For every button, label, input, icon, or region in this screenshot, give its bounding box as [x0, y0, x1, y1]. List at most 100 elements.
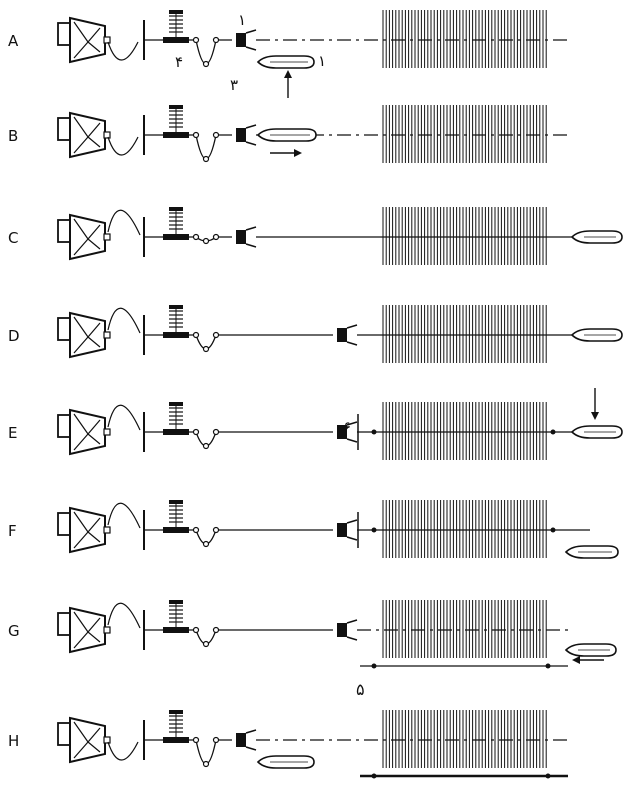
- cone-windings: [73, 721, 101, 759]
- stage-group: A B C D E F G H: [8, 10, 623, 779]
- cone-windings: [73, 611, 101, 649]
- guide-roller: [202, 345, 210, 353]
- guide-roller: [202, 155, 210, 163]
- guide-roller: [202, 237, 210, 245]
- gripper-jaws: [245, 226, 257, 248]
- stage-g: G: [8, 600, 617, 669]
- gripper-jaws: [346, 421, 358, 443]
- stage-f: F: [8, 500, 619, 559]
- drum-top: [169, 402, 183, 406]
- cone-tip: [103, 331, 111, 339]
- numeral-four: ۴: [175, 53, 183, 71]
- guide-roller: [202, 540, 210, 548]
- yarn-balloon: [107, 41, 139, 61]
- guide-roller: [202, 640, 210, 648]
- gripper-body: [337, 523, 347, 537]
- cone-tip: [103, 36, 111, 44]
- gripper-body: [337, 623, 347, 637]
- guide-roller: [212, 428, 220, 436]
- guide-roller: [192, 233, 200, 241]
- guide-roller: [192, 428, 200, 436]
- cone-tip: [103, 526, 111, 534]
- stage-h: H: [8, 710, 570, 779]
- numeral-six: ۶: [343, 418, 351, 436]
- drum-top: [169, 105, 183, 109]
- cone-windings: [73, 218, 101, 256]
- yarn-balloon: [107, 602, 141, 629]
- drum-top: [169, 600, 183, 604]
- guide-roller: [212, 36, 220, 44]
- stage-label-h: H: [8, 732, 19, 750]
- cone-windings: [73, 511, 101, 549]
- gripper-jaws: [245, 29, 257, 51]
- stage-label-e: E: [8, 424, 17, 442]
- gripper-body: [337, 328, 347, 342]
- gripper-body: [236, 230, 246, 244]
- stage-label-f: F: [8, 522, 17, 540]
- guide-roller: [202, 442, 210, 450]
- cone-tip: [103, 428, 111, 436]
- yarn-balloon: [107, 209, 141, 236]
- gripper-jaws: [346, 619, 358, 641]
- yarn-balloon: [107, 741, 139, 761]
- drum-top: [169, 207, 183, 211]
- drum-top: [169, 10, 183, 14]
- guide-roller: [212, 233, 220, 241]
- arrow-head: [572, 656, 580, 664]
- guide-roller: [192, 331, 200, 339]
- numeral-three: ٣: [230, 76, 238, 94]
- selvedge-dot: [371, 663, 377, 669]
- stage-label-d: D: [8, 327, 20, 345]
- cone-tip: [103, 131, 111, 139]
- numeral-one-top: ١: [238, 11, 246, 29]
- guide-roller: [192, 131, 200, 139]
- stage-c: C: [8, 207, 623, 265]
- guide-roller: [212, 626, 220, 634]
- guide-roller: [212, 526, 220, 534]
- stage-label-c: C: [8, 229, 18, 247]
- selvedge-dot: [545, 773, 551, 779]
- yarn-balloon: [107, 136, 139, 156]
- gripper-body: [337, 425, 347, 439]
- guide-roller: [192, 736, 200, 744]
- cone-tip: [103, 626, 111, 634]
- yarn-balloon: [107, 404, 141, 431]
- cone-windings: [73, 316, 101, 354]
- guide-roller: [212, 331, 220, 339]
- selvedge-dot: [371, 773, 377, 779]
- gripper-body: [236, 128, 246, 142]
- selvedge-dot: [545, 663, 551, 669]
- cone-tip: [103, 233, 111, 241]
- guide-roller: [202, 60, 210, 68]
- stage-d: D: [8, 305, 623, 363]
- gripper-body: [236, 733, 246, 747]
- guide-roller: [212, 736, 220, 744]
- guide-roller: [202, 760, 210, 768]
- gripper-jaws: [346, 519, 358, 541]
- arrow-head: [294, 149, 302, 157]
- cone-windings: [73, 413, 101, 451]
- cone-windings: [73, 21, 101, 59]
- guide-roller: [192, 36, 200, 44]
- stage-label-b: B: [8, 127, 18, 145]
- guide-roller: [192, 626, 200, 634]
- stage-a: A: [8, 10, 570, 98]
- stage-label-a: A: [8, 32, 19, 50]
- guide-roller: [192, 526, 200, 534]
- gripper-jaws: [346, 324, 358, 346]
- drum-top: [169, 305, 183, 309]
- arrow-head: [284, 70, 292, 78]
- drum-top: [169, 500, 183, 504]
- numeral-one-right: ١: [318, 52, 326, 70]
- cone-windings: [73, 116, 101, 154]
- gripper-jaws: [245, 124, 257, 146]
- stage-label-g: G: [8, 622, 20, 640]
- numeral-five: ۵: [356, 680, 365, 699]
- stage-e: E: [8, 388, 623, 460]
- gripper-jaws: [245, 729, 257, 751]
- selvedge-dot: [371, 429, 377, 435]
- stage-b: B: [8, 105, 570, 163]
- gripper-body: [236, 33, 246, 47]
- yarn-balloon: [107, 307, 141, 334]
